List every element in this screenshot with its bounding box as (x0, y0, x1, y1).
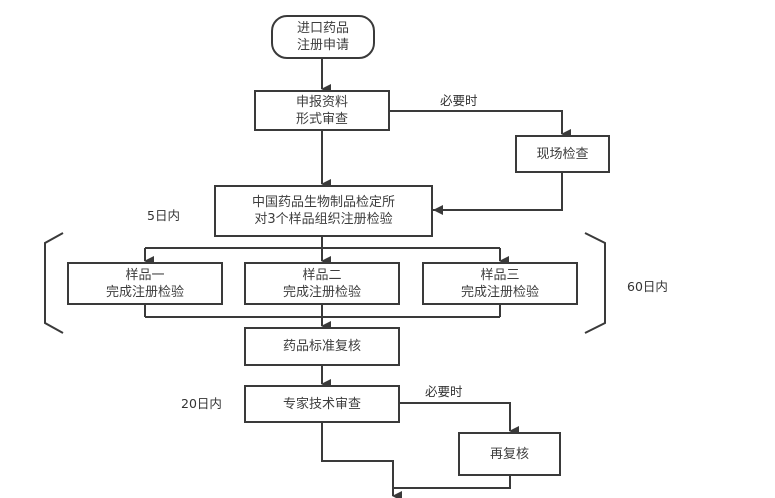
node-text-line: 进口药品 (296, 21, 349, 36)
node-text-line: 完成注册检验 (460, 284, 539, 300)
node-nicpbp-registration-testing: 中国药品生物制品检定所 对3个样品组织注册检验 (214, 185, 433, 237)
label-within-5-days: 5日内 (147, 208, 180, 223)
node-site-inspection: 现场检查 (515, 135, 610, 173)
node-text-line: 样品二 (302, 267, 342, 283)
node-sample-3: 样品三 完成注册检验 (422, 262, 578, 305)
node-sample-2: 样品二 完成注册检验 (244, 262, 400, 305)
node-text-line: 注册申请 (296, 38, 349, 53)
arrow-formal-review-to-site-inspection (390, 110, 571, 139)
node-text-line: 完成注册检验 (105, 284, 184, 300)
node-formal-review: 申报资料 形式审查 (254, 90, 390, 131)
node-text-line: 现场检查 (536, 146, 589, 162)
node-text-line: 申报资料 (295, 94, 348, 110)
arrow-site-inspection-to-nicpbp (433, 172, 563, 211)
node-text-line: 形式审查 (295, 111, 348, 127)
connector-re-review-to-output (393, 475, 511, 489)
node-text-line: 再复核 (489, 446, 529, 462)
arrow-expert-review-to-re-review (400, 402, 519, 436)
node-re-review: 再复核 (458, 432, 561, 476)
node-text-line: 中国药品生物制品检定所 (251, 195, 395, 210)
bracket-right (584, 232, 606, 334)
label-when-necessary-1: 必要时 (440, 93, 478, 108)
node-sample-1: 样品一 完成注册检验 (67, 262, 223, 305)
node-text-line: 药品标准复核 (282, 339, 361, 354)
node-expert-technical-review: 专家技术审查 (244, 385, 400, 423)
node-standard-review: 药品标准复核 (244, 327, 400, 366)
bracket-left (44, 232, 64, 334)
label-within-60-days: 60日内 (627, 279, 668, 294)
label-within-20-days: 20日内 (181, 396, 222, 411)
node-text-line: 专家技术审查 (282, 396, 361, 412)
node-text-line: 样品三 (480, 267, 520, 283)
connector-expert-review-down (321, 422, 402, 498)
label-when-necessary-2: 必要时 (425, 384, 463, 399)
node-import-drug-registration-application: 进口药品 注册申请 (271, 15, 375, 59)
node-text-line: 完成注册检验 (282, 284, 361, 300)
arrowhead-into-nicpbp (433, 205, 443, 215)
node-text-line: 样品一 (125, 267, 165, 283)
node-text-line: 对3个样品组织注册检验 (254, 212, 393, 227)
